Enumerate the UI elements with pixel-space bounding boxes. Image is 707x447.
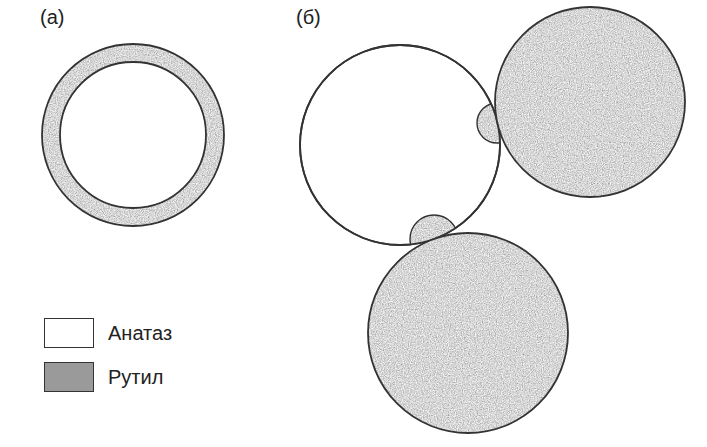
rutile-outline — [368, 233, 568, 433]
core-shell-particle — [42, 44, 224, 226]
legend-text: Рутил — [108, 366, 163, 389]
panel-label: (б) — [296, 6, 321, 29]
anatase-core — [60, 62, 206, 208]
rutile-outline — [495, 7, 685, 197]
rutile-particle — [368, 233, 568, 433]
separate-particles — [300, 7, 685, 433]
rutile-particle — [495, 7, 685, 197]
legend-entry: Рутил — [44, 362, 163, 392]
panel-label: (а) — [40, 6, 64, 29]
legend-swatch — [44, 318, 94, 348]
anatase-outline — [300, 45, 500, 245]
shell-outline — [42, 44, 224, 226]
legend-entry: Анатаз — [44, 318, 172, 348]
anatase-particle — [300, 45, 500, 245]
legend-text: Анатаз — [108, 322, 172, 345]
rutile-shell — [42, 44, 224, 226]
legend-swatch — [44, 362, 94, 392]
